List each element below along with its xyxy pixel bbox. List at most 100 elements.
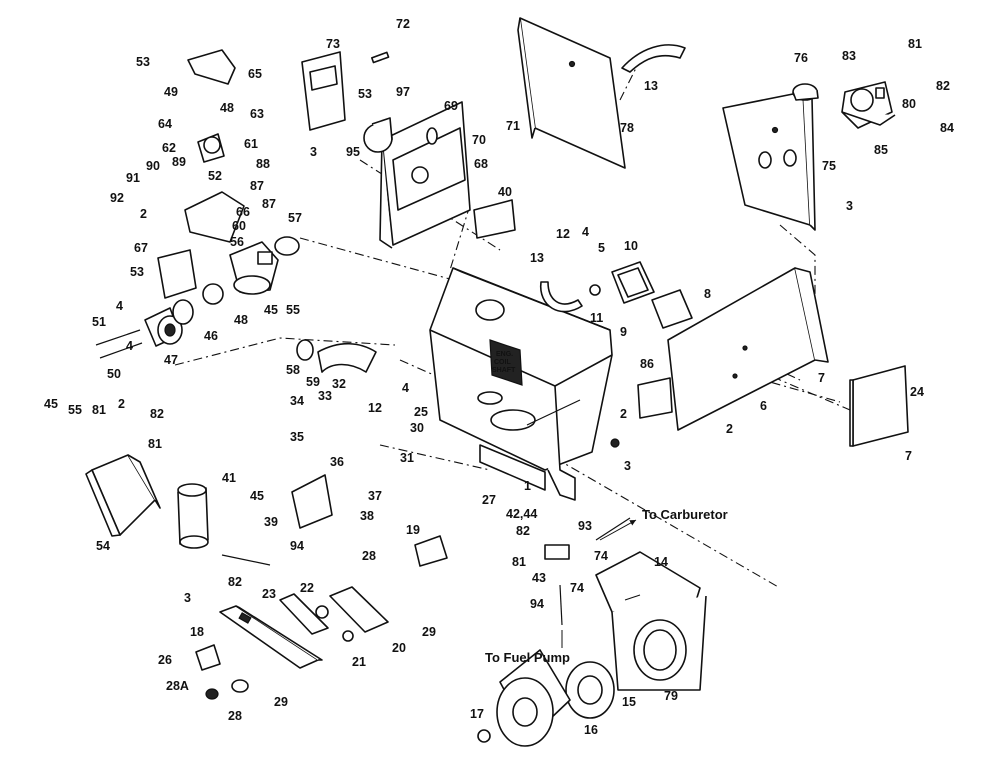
- part-label: 78: [620, 121, 634, 135]
- regulator-95: [363, 117, 393, 153]
- filter-16: [496, 649, 571, 747]
- part-label: 12: [368, 401, 382, 415]
- fuel-filter-43: [544, 517, 631, 626]
- part-label: 88: [256, 157, 270, 171]
- callout-to-fuel-pump: To Fuel Pump: [485, 650, 570, 665]
- rod-94: [221, 554, 271, 566]
- main-base-panel: [429, 267, 620, 501]
- part-label: 57: [288, 211, 302, 225]
- part-label: 81: [908, 37, 922, 51]
- part-label: 28: [362, 549, 376, 563]
- coil-41: [177, 483, 209, 549]
- part-label: 59: [306, 375, 320, 389]
- part-label: 25: [414, 405, 428, 419]
- part-label: 91: [126, 171, 140, 185]
- hose-13-top: [621, 44, 686, 73]
- part-label: 23: [262, 587, 276, 601]
- gasket-57: [274, 236, 300, 256]
- part-label: 2: [140, 207, 147, 221]
- switch-26: [195, 644, 221, 671]
- part-label: 81: [148, 437, 162, 451]
- part-label: 66: [236, 205, 250, 219]
- stencil-line-3: SHAFT: [492, 367, 516, 374]
- part-label: 18: [190, 625, 204, 639]
- part-label: 93: [578, 519, 592, 533]
- part-label: 6: [760, 399, 767, 413]
- part-label: 55: [286, 303, 300, 317]
- part-label: 33: [318, 389, 332, 403]
- part-label: 82: [516, 524, 530, 538]
- part-label: 94: [530, 597, 544, 611]
- part-label: 53: [136, 55, 150, 69]
- part-label: 70: [472, 133, 486, 147]
- part-label: 94: [290, 539, 304, 553]
- part-label: 40: [498, 185, 512, 199]
- instrument-panel-68: [379, 101, 471, 249]
- cover-39: [291, 474, 333, 529]
- part-label: 51: [92, 315, 106, 329]
- part-label: 71: [506, 119, 520, 133]
- part-label: 75: [822, 159, 836, 173]
- part-label: 7: [818, 371, 825, 385]
- part-label: 12: [556, 227, 570, 241]
- part-label: 84: [940, 121, 954, 135]
- part-label: 34: [290, 394, 304, 408]
- part-label: 3: [184, 591, 191, 605]
- part-label: 45: [264, 303, 278, 317]
- part-label: 3: [310, 145, 317, 159]
- part-label: 64: [158, 117, 172, 131]
- part-label: 65: [248, 67, 262, 81]
- part-label: 82: [228, 575, 242, 589]
- gasket-46: [172, 283, 224, 325]
- part-label: 4: [402, 381, 409, 395]
- part-label: 29: [274, 695, 288, 709]
- part-label: 31: [400, 451, 414, 465]
- part-label: 8: [704, 287, 711, 301]
- box-10: [611, 261, 655, 304]
- part-label: 13: [530, 251, 544, 265]
- part-label: 97: [396, 85, 410, 99]
- part-label: 16: [584, 723, 598, 737]
- part-label: 74: [594, 549, 608, 563]
- part-label: 17: [470, 707, 484, 721]
- part-label: 20: [392, 641, 406, 655]
- part-label: 81: [512, 555, 526, 569]
- spring-28a: [205, 679, 249, 700]
- stencil-line-2: COIL: [494, 359, 511, 366]
- part-label: 86: [640, 357, 654, 371]
- part-label: 69: [444, 99, 458, 113]
- part-label: 30: [410, 421, 424, 435]
- part-label: 45: [250, 489, 264, 503]
- part-label: 50: [107, 367, 121, 381]
- air-horn-47: [144, 307, 183, 347]
- part-label: 2: [726, 422, 733, 436]
- carburetor-56: [229, 241, 279, 295]
- plate-24: [849, 365, 909, 447]
- rear-panel: [637, 267, 829, 431]
- part-label: 48: [234, 313, 248, 327]
- part-label: 10: [624, 239, 638, 253]
- part-label: 42,44: [506, 507, 537, 521]
- part-label: 74: [570, 581, 584, 595]
- bracket-54: [85, 454, 161, 537]
- part-label: 2: [118, 397, 125, 411]
- part-label: 11: [590, 311, 603, 325]
- part-label: 4: [582, 225, 589, 239]
- part-label: 95: [346, 145, 360, 159]
- part-label: 37: [368, 489, 382, 503]
- housing-14: [595, 551, 707, 691]
- part-label: 24: [910, 385, 924, 399]
- part-label: 43: [532, 571, 546, 585]
- panel-18: [219, 605, 323, 669]
- part-label: 54: [96, 539, 110, 553]
- part-label: 55: [68, 403, 82, 417]
- part-label: 56: [230, 235, 244, 249]
- part-label: 28: [228, 709, 242, 723]
- part-label: 45: [44, 397, 58, 411]
- part-label: 21: [352, 655, 366, 669]
- part-label: 7: [905, 449, 912, 463]
- gasket-8: [651, 289, 693, 329]
- part-label: 87: [250, 179, 264, 193]
- part-label: 49: [164, 85, 178, 99]
